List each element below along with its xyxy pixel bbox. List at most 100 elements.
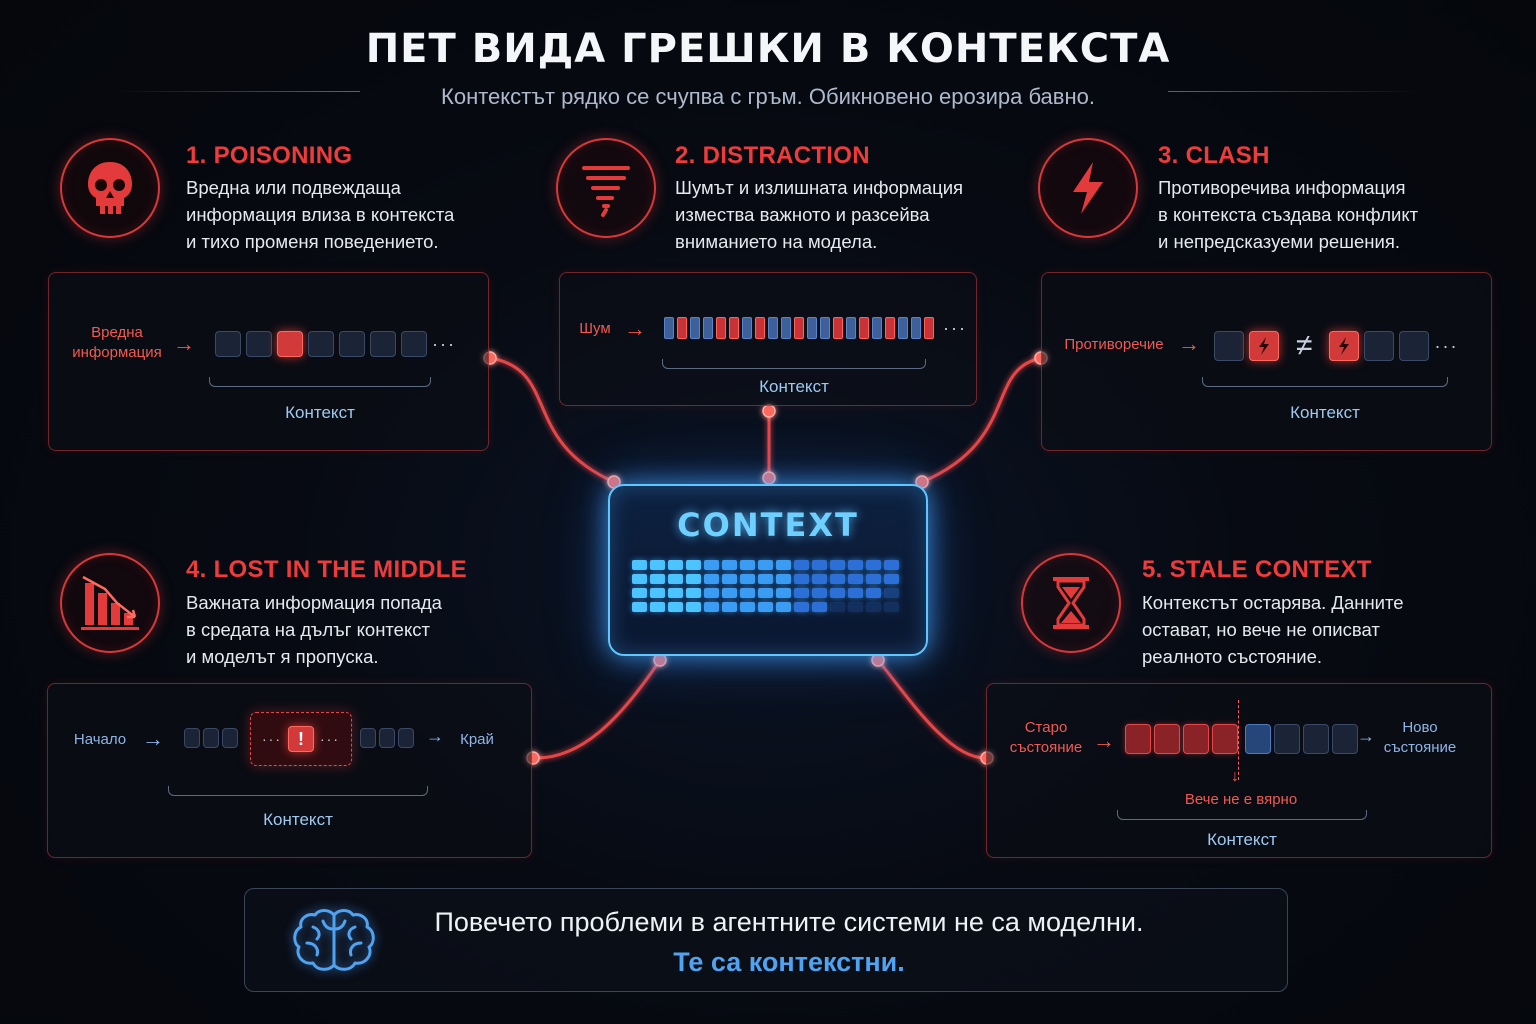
footer-line-2: Те са контекстни. bbox=[673, 947, 905, 977]
diagram-panel-distraction: Шум → ··· Контекст bbox=[559, 272, 977, 406]
context-brace bbox=[168, 786, 428, 796]
footer-banner: Повечето проблеми в агентните системи не… bbox=[244, 888, 1288, 992]
context-cell bbox=[812, 574, 827, 584]
context-cell bbox=[650, 560, 665, 570]
input-label: Шум bbox=[579, 320, 611, 337]
card-title-distraction: 2. DISTRACTION bbox=[675, 142, 870, 169]
context-cell bbox=[704, 574, 719, 584]
context-label: Контекст bbox=[263, 810, 333, 829]
context-cell bbox=[650, 602, 665, 612]
context-cell bbox=[740, 588, 755, 598]
context-brace bbox=[1117, 810, 1367, 820]
clash-bolt-icon bbox=[1249, 331, 1279, 361]
input-label: Противоречие bbox=[1064, 336, 1164, 353]
card-title-clash: 3. CLASH bbox=[1158, 142, 1270, 169]
arrow-down-icon: ↓ bbox=[1231, 768, 1239, 785]
context-cell bbox=[776, 602, 791, 612]
stale-warning: Вече не е вярно bbox=[1184, 791, 1298, 808]
context-cell bbox=[740, 574, 755, 584]
context-cell bbox=[776, 560, 791, 570]
context-cell bbox=[794, 560, 809, 570]
context-cell bbox=[776, 574, 791, 584]
footer-line-1: Повечето проблеми в агентните системи не… bbox=[434, 907, 1144, 937]
context-cell bbox=[866, 574, 881, 584]
context-cell bbox=[848, 602, 863, 612]
context-cell bbox=[794, 574, 809, 584]
arrow-icon: → bbox=[1093, 728, 1115, 753]
context-cell bbox=[704, 560, 719, 570]
end-label: Край bbox=[460, 731, 494, 748]
context-cell bbox=[686, 574, 701, 584]
connector-lost-middle bbox=[532, 659, 662, 760]
tornado-icon bbox=[556, 138, 656, 238]
context-cell bbox=[722, 574, 737, 584]
arrow-icon: → bbox=[624, 316, 646, 341]
context-cell bbox=[668, 602, 683, 612]
clash-tokens: ≠ ··· bbox=[1214, 329, 1458, 363]
connector-clash bbox=[921, 356, 1042, 484]
arrow-icon: → bbox=[1357, 726, 1375, 746]
context-brace bbox=[662, 359, 926, 369]
context-cell bbox=[704, 588, 719, 598]
context-cell bbox=[758, 588, 773, 598]
context-cell bbox=[830, 574, 845, 584]
context-cell bbox=[848, 574, 863, 584]
context-cell bbox=[884, 574, 899, 584]
context-cell bbox=[884, 602, 899, 612]
card-title-stale: 5. STALE CONTEXT bbox=[1142, 556, 1372, 583]
end-tokens bbox=[360, 728, 414, 748]
context-cell bbox=[758, 560, 773, 570]
context-label: Контекст bbox=[285, 403, 355, 422]
context-cell bbox=[632, 588, 647, 598]
context-label: Контекст bbox=[759, 377, 829, 396]
declining-chart-icon bbox=[60, 553, 160, 653]
stale-divider bbox=[1238, 700, 1239, 780]
context-cell bbox=[794, 588, 809, 598]
start-label: Начало bbox=[73, 731, 127, 748]
context-cell bbox=[722, 588, 737, 598]
connector-poisoning bbox=[489, 356, 615, 484]
context-label: Контекст bbox=[1207, 830, 1277, 849]
lightning-icon bbox=[1038, 138, 1138, 238]
arrow-icon: → bbox=[142, 726, 164, 751]
context-brace bbox=[209, 377, 431, 387]
context-cell bbox=[704, 602, 719, 612]
page-title: ПЕТ ВИДА ГРЕШКИ В КОНТЕКСТА bbox=[365, 26, 1171, 72]
context-cell bbox=[668, 560, 683, 570]
context-cell bbox=[866, 560, 881, 570]
brain-icon bbox=[289, 907, 379, 980]
context-cell bbox=[758, 574, 773, 584]
subtitle-rule-left bbox=[115, 91, 360, 92]
context-label: Контекст bbox=[1290, 403, 1360, 422]
context-cell bbox=[830, 588, 845, 598]
context-cell bbox=[812, 588, 827, 598]
arrow-icon: → bbox=[1178, 331, 1200, 356]
context-cell bbox=[848, 560, 863, 570]
context-cell bbox=[848, 588, 863, 598]
context-cell bbox=[722, 560, 737, 570]
context-cell bbox=[884, 560, 899, 570]
stale-tokens bbox=[1125, 724, 1358, 754]
middle-focus-box: ··· ! ··· bbox=[250, 712, 352, 766]
clash-bolt-icon bbox=[1329, 331, 1360, 361]
context-cell bbox=[722, 602, 737, 612]
context-cell bbox=[866, 602, 881, 612]
context-cell bbox=[668, 588, 683, 598]
noise-tokens: ··· bbox=[664, 317, 967, 339]
hourglass-icon bbox=[1021, 553, 1121, 653]
subtitle-rule-right bbox=[1168, 91, 1420, 92]
context-brace bbox=[1202, 377, 1448, 387]
context-core: CONTEXT bbox=[608, 484, 928, 656]
context-cell bbox=[650, 588, 665, 598]
context-cell bbox=[668, 574, 683, 584]
arrow-icon: → bbox=[426, 726, 444, 746]
context-cell bbox=[632, 574, 647, 584]
context-cell bbox=[830, 602, 845, 612]
context-cell bbox=[812, 560, 827, 570]
card-title-poisoning: 1. POISONING bbox=[186, 142, 353, 169]
